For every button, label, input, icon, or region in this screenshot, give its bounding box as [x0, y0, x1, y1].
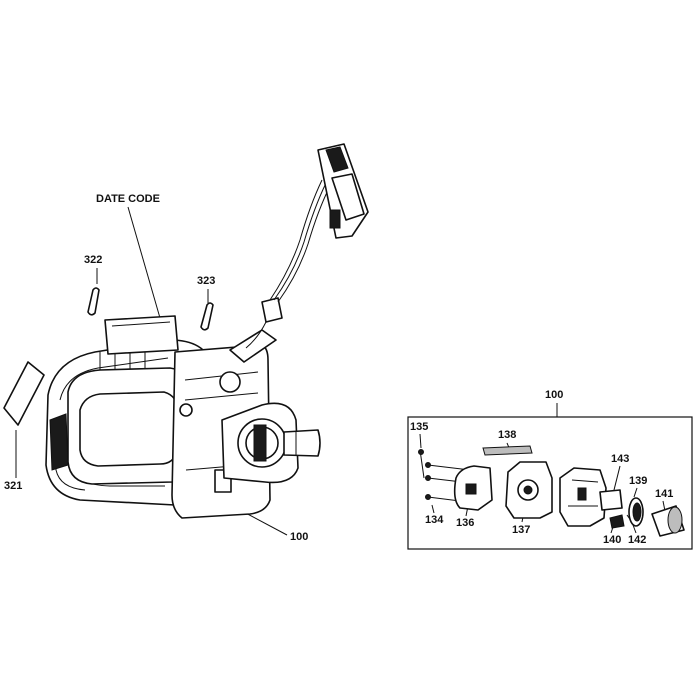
- label-date-code: DATE CODE: [96, 193, 160, 205]
- label-321: 321: [4, 480, 22, 492]
- label-138: 138: [498, 429, 516, 441]
- label-plate-321: [3, 361, 45, 426]
- label-134: 134: [425, 514, 444, 526]
- label-139: 139: [629, 475, 647, 487]
- inset-exploded-parts: [418, 445, 685, 537]
- label-plate-323: [200, 302, 214, 331]
- label-136: 136: [456, 517, 474, 529]
- label-135: 135: [410, 421, 428, 433]
- label-143: 143: [611, 453, 629, 465]
- label-137: 137: [512, 524, 530, 536]
- label-140: 140: [603, 534, 621, 546]
- label-141: 141: [655, 488, 673, 500]
- label-plate-322: [87, 287, 100, 316]
- label-100-main: 100: [290, 531, 308, 543]
- label-142: 142: [628, 534, 646, 546]
- motor-assembly: [45, 143, 369, 519]
- label-323: 323: [197, 275, 215, 287]
- label-100-inset: 100: [545, 389, 563, 401]
- label-322: 322: [84, 254, 102, 266]
- inset-frame: [407, 416, 693, 550]
